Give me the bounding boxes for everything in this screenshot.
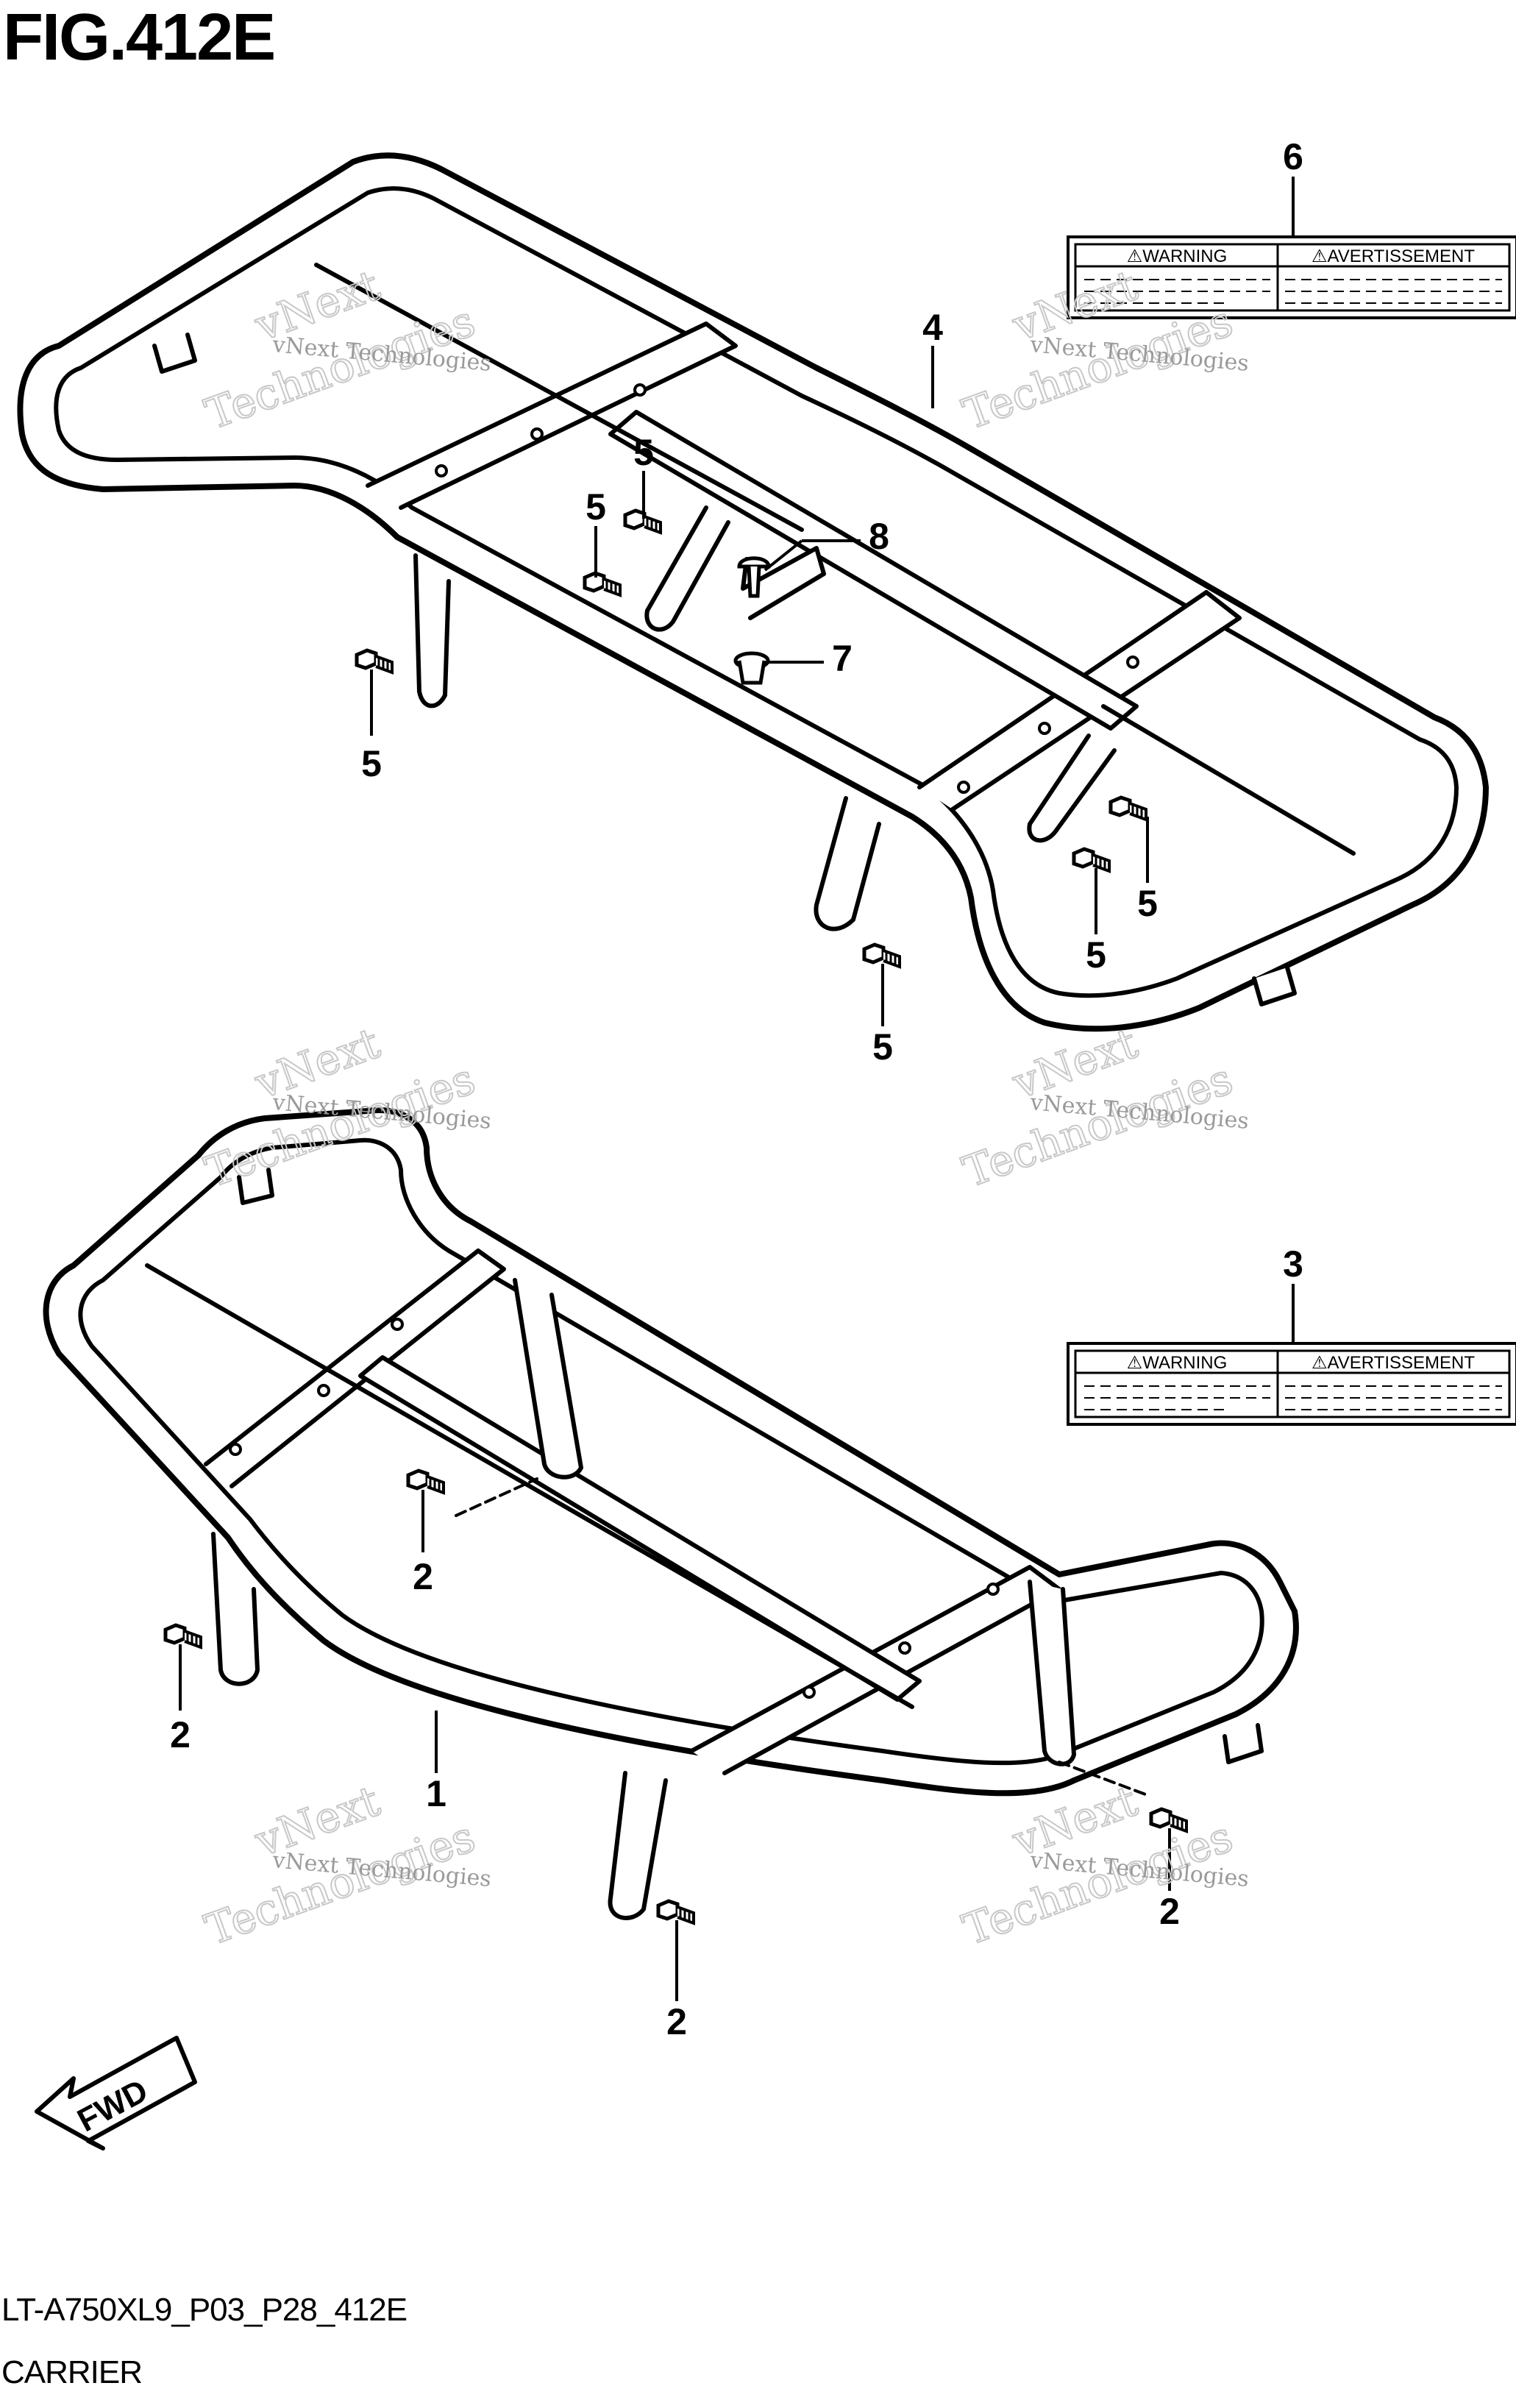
bolt-2c [658,1901,694,1923]
front-carrier-frame [43,1107,1299,1920]
callout-5c: 5 [361,743,382,784]
warning-label-3: ⚠WARNING ⚠AVERTISSEMENT [1067,1342,1516,1426]
diagram-name: CARRIER [1,2354,143,2390]
callout-7: 7 [832,638,853,679]
callouts: 6 4 5 5 8 7 5 5 5 5 3 2 2 1 2 2 [170,136,1303,2042]
bolt-5d [1111,798,1146,820]
bolt-5c [357,650,392,672]
bolt-5f [864,945,900,967]
callout-5d: 5 [1137,883,1158,924]
callout-5a: 5 [633,432,654,473]
bolt-2a [408,1471,444,1493]
callout-2b: 2 [170,1714,191,1755]
label6-avertissement-text: ⚠AVERTISSEMENT [1312,246,1475,266]
rear-carrier-frame [17,152,1489,1032]
callout-5f: 5 [872,1026,893,1068]
callout-2a: 2 [413,1556,433,1597]
watermarks: vNext Technologies vNext Technologies vN… [198,259,1250,1956]
callout-2d: 2 [1159,1891,1180,1932]
collar-7 [733,651,770,685]
callout-3: 3 [1283,1243,1303,1285]
label3-avertissement-text: ⚠AVERTISSEMENT [1312,1353,1475,1373]
figure-title: FIG.412E [3,1,276,74]
fwd-arrow: FWD [35,2036,197,2150]
callout-8: 8 [869,516,889,557]
callout-1: 1 [426,1773,446,1814]
leader-lines [179,177,1295,2001]
label6-warning-text: ⚠WARNING [1127,246,1228,266]
callout-5e: 5 [1086,934,1106,976]
bolt-5e [1074,849,1109,871]
callout-6: 6 [1283,136,1303,177]
bolt-2b [166,1625,201,1647]
callout-2c: 2 [666,2001,687,2042]
warning-label-6: ⚠WARNING ⚠AVERTISSEMENT [1067,235,1516,319]
diagram-code: LT-A750XL9_P03_P28_412E [1,2292,408,2328]
callout-4: 4 [922,307,943,348]
callout-5b: 5 [586,486,606,528]
label3-warning-text: ⚠WARNING [1127,1353,1228,1373]
bolt-5b [585,573,620,595]
